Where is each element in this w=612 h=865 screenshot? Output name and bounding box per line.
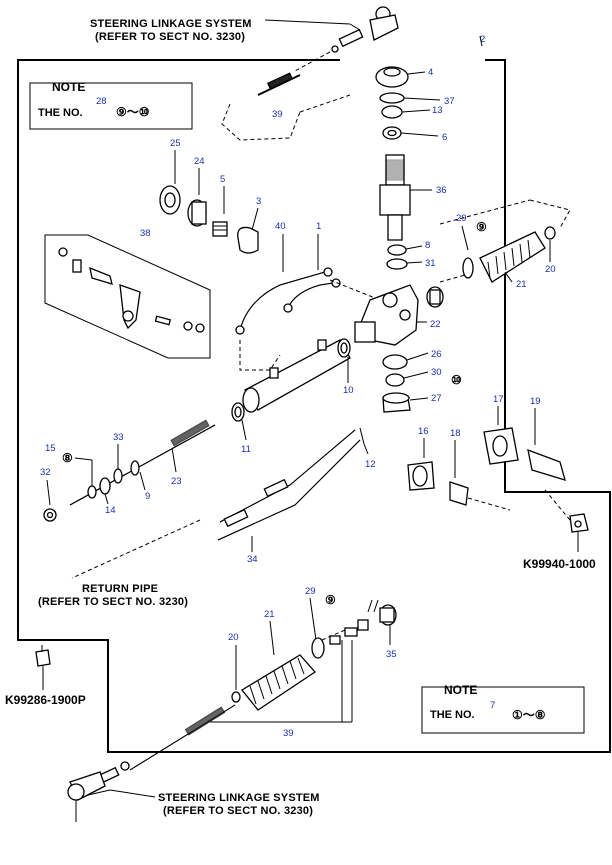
bracket-group-38: 38 xyxy=(44,228,211,359)
label-30: 30 xyxy=(431,367,442,378)
label-8: 8 xyxy=(425,240,430,251)
label-11: 11 xyxy=(241,444,251,455)
note-bottom-text: THE NO. xyxy=(430,709,475,721)
right-boot-assembly: 29 ⑨ 21 20 xyxy=(439,199,571,290)
rack-arms-34: 34 12 xyxy=(217,427,376,565)
label-23: 23 xyxy=(171,476,182,487)
note-top-text: THE NO. xyxy=(38,107,83,119)
label-20-bottom: 20 xyxy=(228,632,239,643)
label-21-top: 21 xyxy=(516,279,527,290)
label-32: 32 xyxy=(40,467,51,478)
note-top-ref: 28 xyxy=(96,96,107,107)
label-34: 34 xyxy=(247,554,258,565)
circled-9-bottom: ⑨ xyxy=(325,593,336,607)
label-36: 36 xyxy=(436,185,447,196)
label-27: 27 xyxy=(431,393,442,404)
label-21-bottom: 21 xyxy=(264,609,275,620)
top-linkage-label: STEERING LINKAGE SYSTEM xyxy=(90,18,252,30)
label-4: 4 xyxy=(428,67,433,78)
label-14: 14 xyxy=(105,505,116,516)
rack-bar-23: 23 33 15 ⑧ 14 9 32 xyxy=(40,419,216,522)
circled-10: ⑩ xyxy=(451,373,462,387)
label-35: 35 xyxy=(386,649,397,660)
note-bottom: NOTE THE NO. 7 ①～⑧ xyxy=(421,683,585,734)
label-5: 5 xyxy=(220,174,225,185)
label-17: 17 xyxy=(493,394,504,405)
return-pipe-callout: RETURN PIPE (REFER TO SECT NO. 3230) xyxy=(38,519,201,608)
label-26: 26 xyxy=(431,349,442,360)
note-bottom-title: NOTE xyxy=(444,683,477,697)
label-39-bottom: 39 xyxy=(283,728,294,739)
label-16: 16 xyxy=(418,426,429,437)
label-22: 22 xyxy=(430,319,441,330)
kit-right-label: K99940-1000 xyxy=(523,557,596,571)
label-19: 19 xyxy=(530,396,541,407)
note-top-title: NOTE xyxy=(52,80,85,94)
bottom-linkage-label: STEERING LINKAGE SYSTEM xyxy=(158,792,320,804)
label-9: 9 xyxy=(145,491,150,502)
mounting-parts: 16 18 17 19 xyxy=(407,394,571,521)
circled-8: ⑧ xyxy=(62,451,73,465)
note-top: NOTE THE NO. 28 ⑨～⑩ xyxy=(29,80,193,130)
kit-right: K99940-1000 xyxy=(523,513,596,571)
note-bottom-range: ①～⑧ xyxy=(512,708,546,722)
label-2: 2 xyxy=(480,34,485,45)
circled-9-top: ⑨ xyxy=(476,220,487,234)
label-20-top: 20 xyxy=(545,264,556,275)
power-cylinder: 10 11 xyxy=(231,338,354,455)
label-13: 13 xyxy=(432,105,443,116)
bottom-linkage-ref: (REFER TO SECT NO. 3230) xyxy=(163,805,313,817)
label-10: 10 xyxy=(343,385,354,396)
label-15: 15 xyxy=(45,443,56,454)
label-1: 1 xyxy=(316,221,321,232)
kit-left: K99286-1900P xyxy=(5,645,86,707)
label-6: 6 xyxy=(442,132,447,143)
gear-housing-22: 22 xyxy=(354,284,444,346)
pipes-40-1: 40 1 xyxy=(235,221,376,371)
label-40: 40 xyxy=(275,221,286,232)
label-29-bottom: 29 xyxy=(305,586,316,597)
adjuster-parts: 25 24 5 3 xyxy=(159,138,261,254)
note-bottom-ref: 7 xyxy=(490,700,495,711)
label-3: 3 xyxy=(256,196,261,207)
kit-left-label: K99286-1900P xyxy=(5,693,86,707)
tie-rod-end-top xyxy=(331,6,399,53)
assembly-boundary xyxy=(17,59,611,753)
top-linkage-ref: (REFER TO SECT NO. 3230) xyxy=(95,31,245,43)
label-24: 24 xyxy=(194,156,205,167)
label-39-top: 39 xyxy=(272,109,283,120)
lower-valve-stack: 26 30 ⑩ 27 xyxy=(382,349,462,413)
label-18: 18 xyxy=(450,428,461,439)
label-37: 37 xyxy=(444,96,455,107)
valve-stack: 4 37 13 6 36 8 31 xyxy=(375,66,455,270)
label-33: 33 xyxy=(113,432,124,443)
tie-rod-end-bottom: STEERING LINKAGE SYSTEM (REFER TO SECT N… xyxy=(67,761,320,822)
label-25: 25 xyxy=(170,138,181,149)
label-38: 38 xyxy=(140,228,151,239)
left-boot-assembly: 29 ⑨ 21 20 35 39 xyxy=(129,586,397,771)
label-12: 12 xyxy=(365,459,376,470)
label-31: 31 xyxy=(425,258,436,269)
note-top-range: ⑨～⑩ xyxy=(116,105,150,119)
return-pipe-ref: (REFER TO SECT NO. 3230) xyxy=(38,596,188,608)
return-pipe-label: RETURN PIPE xyxy=(82,583,158,595)
top-linkage-callout: STEERING LINKAGE SYSTEM (REFER TO SECT N… xyxy=(90,6,399,73)
part-39-top: 39 xyxy=(221,72,351,141)
